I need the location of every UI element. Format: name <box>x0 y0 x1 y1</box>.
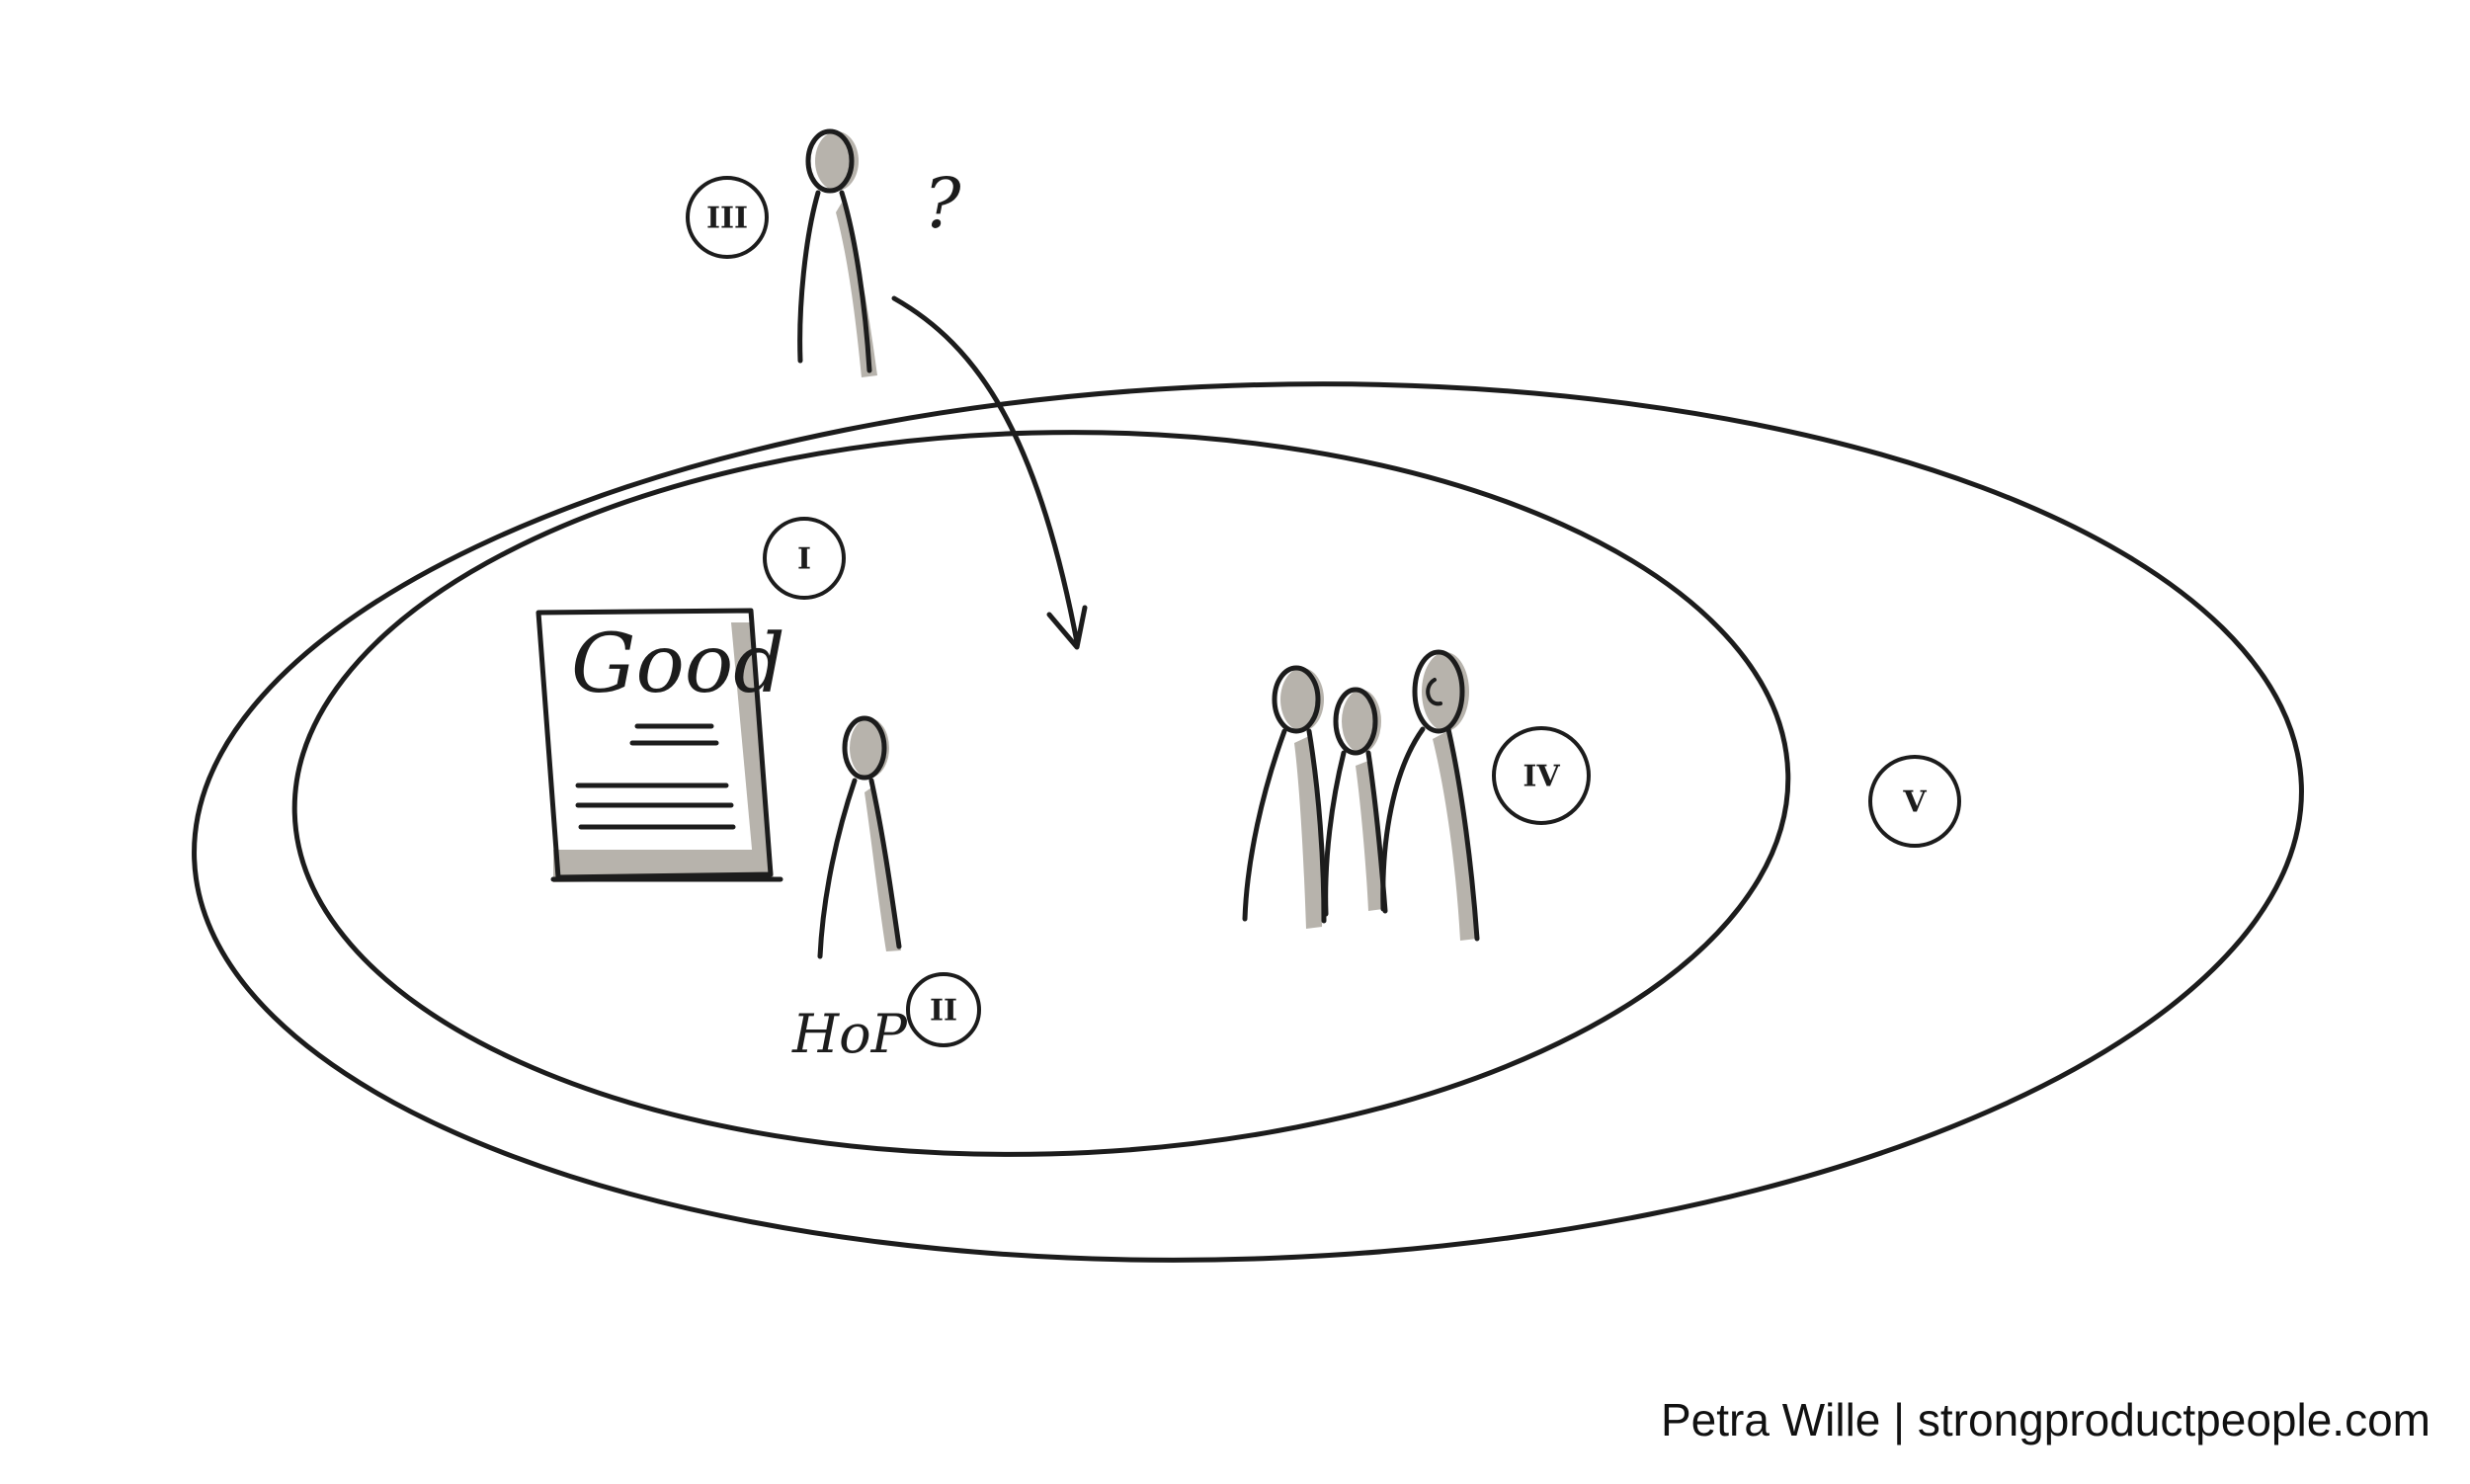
svg-text:?: ? <box>924 163 961 244</box>
svg-text:II: II <box>930 994 957 1029</box>
svg-text:V: V <box>1902 785 1927 820</box>
team-group-figure <box>1242 649 1480 942</box>
hop-person-figure <box>817 715 902 959</box>
svg-text:HoP: HoP <box>791 1003 909 1065</box>
marker-five: V <box>1868 755 1961 848</box>
svg-text:IV: IV <box>1523 760 1560 794</box>
outer-ellipse <box>192 381 2304 1263</box>
svg-text:I: I <box>797 542 811 577</box>
entry-arrow <box>891 295 1088 650</box>
marker-one: I <box>763 517 846 600</box>
person-three-figure <box>797 128 877 377</box>
inner-ellipse <box>291 430 1791 1157</box>
credit-text: Petra Wille | strongproductpeople.com <box>1661 1394 2430 1445</box>
hop-label: HoP <box>791 1003 909 1065</box>
question-mark-icon: ? <box>924 163 961 244</box>
marker-three: III <box>686 176 769 259</box>
svg-text:Good: Good <box>571 618 785 711</box>
svg-text:III: III <box>706 202 748 236</box>
good-document-icon: Good <box>535 608 785 882</box>
marker-two: II <box>906 972 981 1047</box>
marker-four: IV <box>1492 726 1591 825</box>
